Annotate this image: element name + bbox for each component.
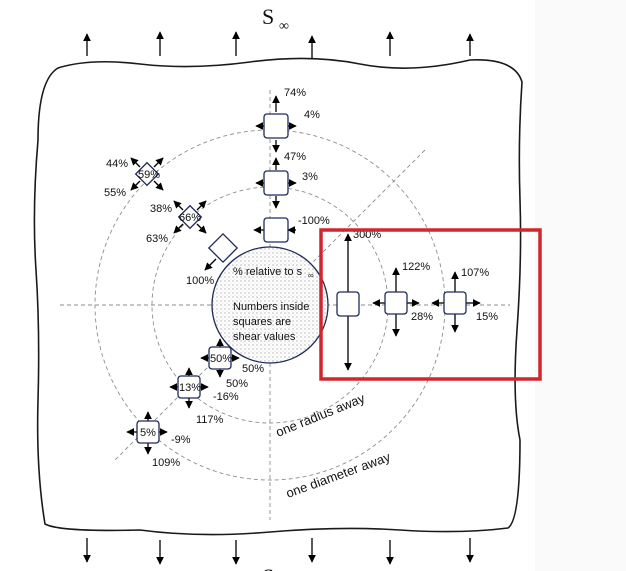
lower-diagonal-element-2-a: -16% bbox=[213, 391, 239, 403]
top-element-3: -100% bbox=[253, 215, 330, 243]
upper-diagonal-element-3: 100% bbox=[186, 232, 239, 287]
right-element-3: 107% 15% bbox=[431, 267, 498, 333]
upper-diagonal-element-2-shear: 66% bbox=[179, 212, 201, 224]
top-element-2-side-value: 3% bbox=[302, 171, 318, 183]
upper-diagonal-element-1-b: 55% bbox=[104, 187, 126, 199]
stress-symbol-bottom: S bbox=[262, 564, 274, 571]
right-element-2: 122% 28% bbox=[372, 261, 433, 337]
hole bbox=[211, 246, 329, 364]
highlight-box bbox=[319, 228, 542, 381]
top-element-3-side-value: -100% bbox=[298, 215, 330, 227]
right-margin bbox=[535, 0, 626, 571]
lower-diagonal-element-2: 13% -16% 117% bbox=[169, 367, 239, 426]
hole-label-line3: squares are bbox=[233, 316, 291, 328]
top-element-1-top-value: 74% bbox=[284, 87, 306, 99]
right-element-1-top-value: 300% bbox=[353, 229, 381, 241]
upper-diagonal-element-3-a: 100% bbox=[186, 275, 214, 287]
upper-diagonal-element-2-a: 38% bbox=[150, 203, 172, 215]
top-element-2: 47% 3% bbox=[255, 151, 318, 209]
lower-diagonal-element-3-shear: 5% bbox=[140, 427, 156, 439]
far-field-top-arrows bbox=[83, 31, 474, 58]
right-element-2-side-value: 28% bbox=[411, 311, 433, 323]
lower-diagonal-element-2-shear: 13% bbox=[179, 382, 201, 394]
top-element-2-top-value: 47% bbox=[284, 151, 306, 163]
right-element-3-side-value: 15% bbox=[476, 311, 498, 323]
lower-diagonal-element-3-a: -9% bbox=[171, 434, 191, 446]
upper-diagonal-element-1-shear: 59% bbox=[138, 169, 160, 181]
hole-label-line4: shear values bbox=[233, 331, 296, 343]
top-element-1: 74% 4% bbox=[255, 87, 320, 153]
right-element-2-top-value: 122% bbox=[402, 261, 430, 273]
lower-diagonal-element-2-b: 117% bbox=[196, 414, 224, 426]
hole-label-line2: Numbers inside bbox=[233, 301, 309, 313]
lower-diagonal-element-1-shear: 50% bbox=[210, 353, 232, 365]
lower-diagonal-element-1-a: 50% bbox=[242, 363, 264, 375]
upper-diagonal-element-1: 59% 44% 55% bbox=[104, 157, 164, 199]
lower-diagonal-element-3: 5% -9% 109% bbox=[126, 411, 191, 469]
lower-diagonal-element-1: 50% 50% 50% bbox=[200, 338, 264, 390]
upper-diagonal-element-2-b: 63% bbox=[146, 233, 168, 245]
lower-diagonal-element-1-b: 50% bbox=[226, 378, 248, 390]
hole-label-line1: % relative to s bbox=[233, 266, 303, 278]
stress-symbol-top: S bbox=[262, 4, 274, 29]
right-element-1: 300% bbox=[336, 229, 381, 371]
far-field-bottom-arrows bbox=[83, 538, 474, 565]
hole-label-line1-subscript: ∞ bbox=[308, 271, 314, 280]
upper-diagonal-element-1-a: 44% bbox=[106, 158, 128, 170]
lower-diagonal-element-3-b: 109% bbox=[152, 457, 180, 469]
top-element-1-side-value: 4% bbox=[304, 109, 320, 121]
right-element-3-top-value: 107% bbox=[461, 267, 489, 279]
stress-symbol-top-subscript: ∞ bbox=[279, 19, 289, 34]
upper-diagonal-element-2: 66% 38% 63% bbox=[146, 200, 207, 245]
